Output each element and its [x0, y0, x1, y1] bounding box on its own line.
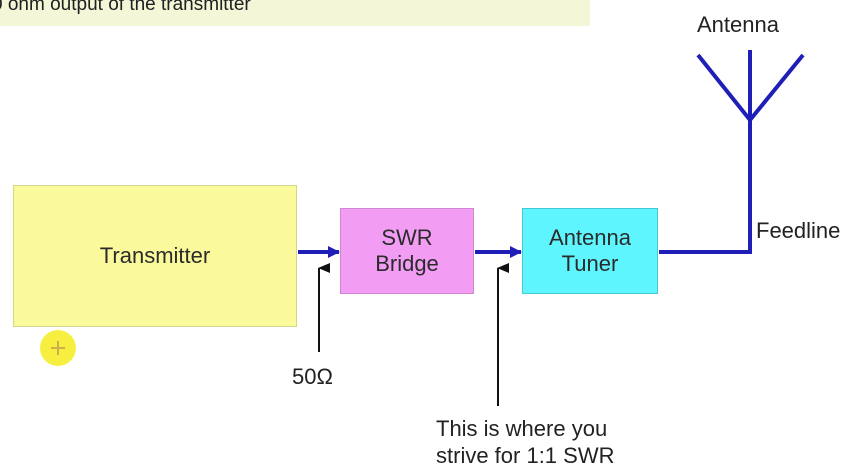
feedline-label: Feedline	[756, 218, 841, 243]
swr-note-line1: This is where you	[436, 416, 608, 441]
swr-note: This is where you strive for 1:1 SWR	[436, 416, 666, 470]
impedance-label: 50Ω	[292, 364, 333, 389]
cursor-highlight-icon	[40, 330, 76, 366]
banner-text: 0 ohm output of the transmitter	[0, 0, 251, 15]
swr-bridge-label-line1: SWR	[381, 225, 433, 251]
transmitter-label: Transmitter	[99, 243, 211, 269]
swr-bridge-block: SWR Bridge	[340, 208, 474, 294]
antenna-tuner-block: Antenna Tuner	[522, 208, 658, 294]
swr-note-line2: strive for 1:1 SWR	[436, 442, 615, 468]
antenna-tuner-label-line1: Antenna	[549, 225, 631, 251]
antenna-icon	[696, 50, 805, 122]
swr-bridge-label-line2: Bridge	[375, 251, 439, 276]
title-banner: 0 ohm output of the transmitter	[0, 0, 590, 26]
feedline-wire	[659, 118, 752, 254]
transmitter-block: Transmitter	[13, 185, 297, 327]
antenna-tuner-label-line2: Tuner	[561, 251, 619, 276]
antenna-label: Antenna	[697, 12, 779, 37]
